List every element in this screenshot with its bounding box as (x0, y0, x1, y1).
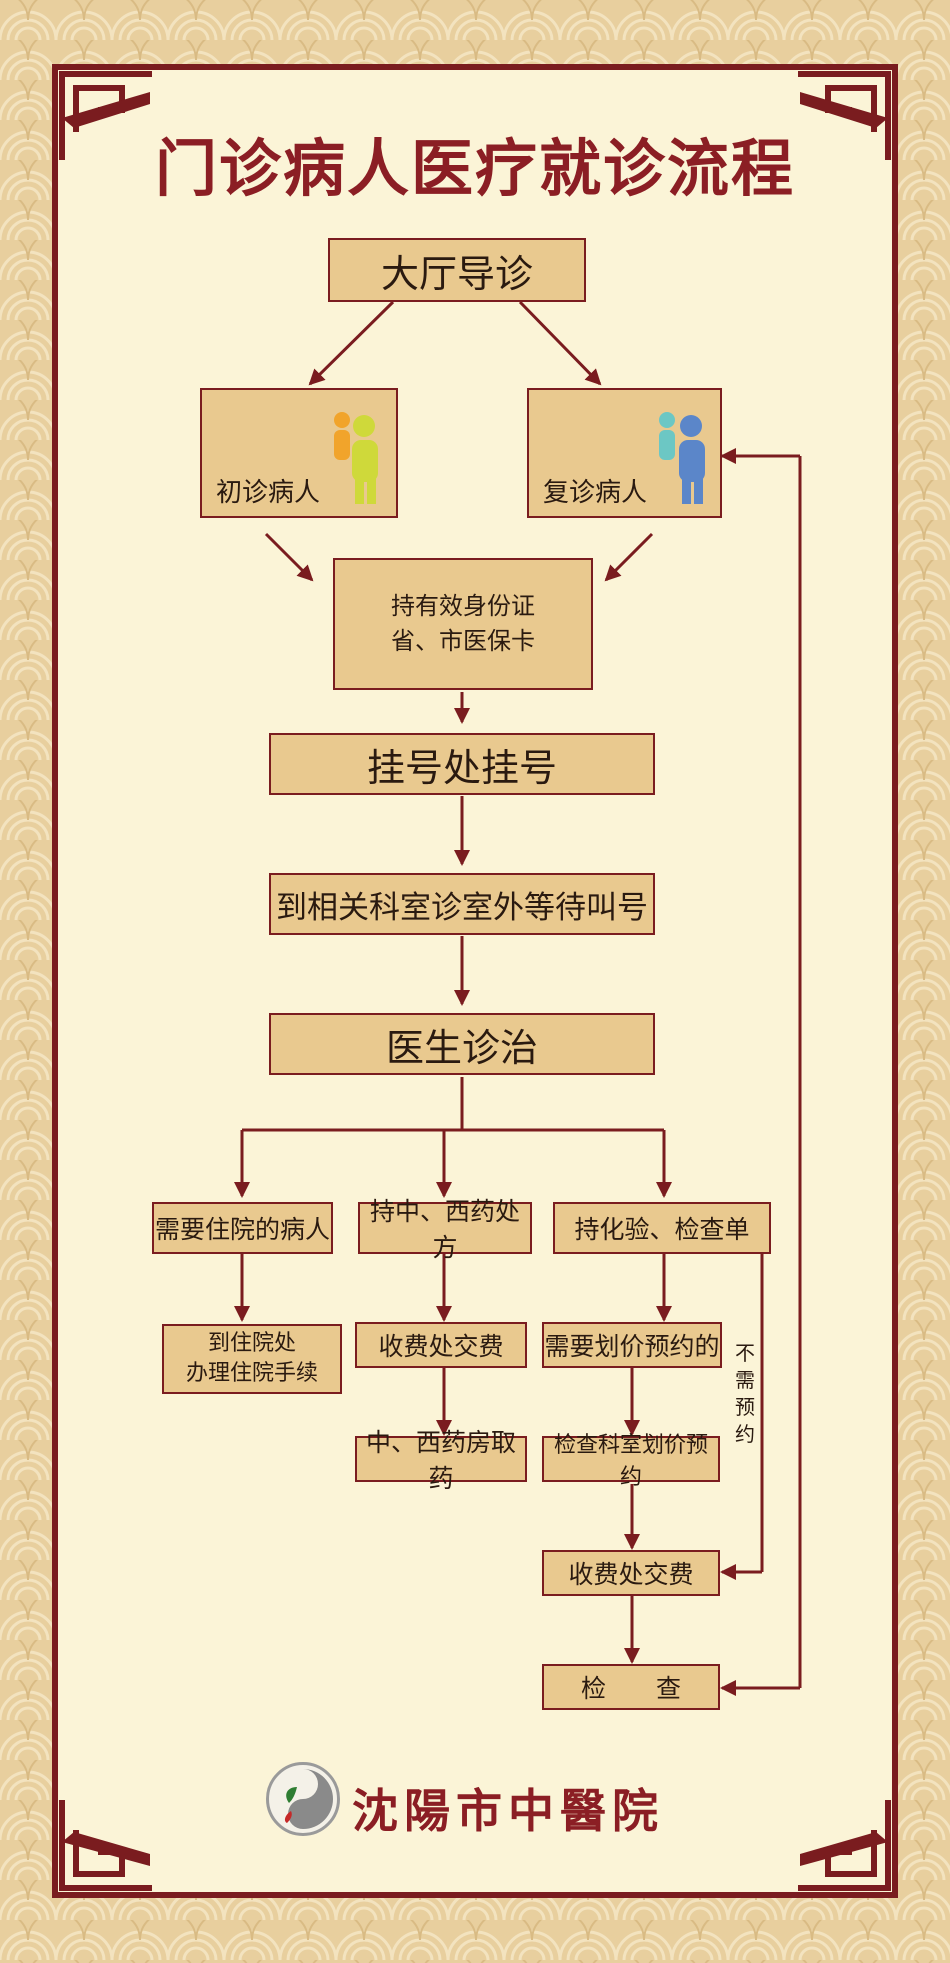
no-appointment-char: 约 (735, 1422, 755, 1446)
poster-frame (52, 64, 898, 1898)
dept-appointment-label: 检查科室划价预约 (553, 1433, 708, 1490)
registration-label: 挂号处挂号 (366, 745, 557, 790)
exam-label: 检 查 (580, 1674, 681, 1703)
no-appointment-char: 需 (735, 1368, 755, 1392)
inpatient-label: 需要住院的病人 (154, 1215, 330, 1244)
patient-with-companion-icon (659, 412, 705, 504)
need-appointment-label: 需要划价预约的 (544, 1332, 720, 1361)
need-appointment-box: 需要划价预约的 (542, 1322, 722, 1368)
first-visit-box: 初诊病人 (200, 388, 398, 518)
inpatient-box: 需要住院的病人 (152, 1202, 333, 1254)
first-visit-label: 初诊病人 (216, 478, 321, 508)
prescription-pay-label: 收费处交费 (378, 1332, 504, 1361)
diagnosis-box: 医生诊治 (269, 1013, 655, 1075)
no-appointment-char: 预 (735, 1395, 755, 1419)
lab-label: 持化验、检查单 (574, 1215, 750, 1244)
waiting-label: 到相关科室诊室外等待叫号 (276, 889, 648, 926)
inpatient-admission-line-2: 办理住院手续 (185, 1361, 318, 1386)
no-appointment-char: 不 (735, 1341, 755, 1365)
lobby-box: 大厅导诊 (328, 238, 586, 302)
exam-box: 检 查 (542, 1664, 720, 1710)
corner-ornaments (59, 71, 891, 1891)
prescription-pay-box: 收费处交费 (355, 1322, 527, 1368)
hospital-taiji-logo-icon (266, 1762, 340, 1836)
diagnosis-label: 医生诊治 (385, 1025, 538, 1070)
id-card-line-2: 省、市医保卡 (391, 627, 535, 655)
lab-box: 持化验、检查单 (553, 1202, 771, 1254)
id-card-box: 持有效身份证 省、市医保卡 (333, 558, 593, 690)
lobby-label: 大厅导诊 (380, 251, 533, 296)
id-card-line-1: 持有效身份证 (391, 592, 535, 621)
lab-pay-box: 收费处交费 (542, 1550, 720, 1596)
no-appointment-note: 不 需 预 约 (730, 1340, 760, 1448)
registration-box: 挂号处挂号 (269, 733, 655, 795)
inpatient-admission-box: 到住院处 办理住院手续 (162, 1324, 342, 1394)
waiting-box: 到相关科室诊室外等待叫号 (269, 873, 655, 935)
return-visit-label: 复诊病人 (543, 478, 648, 508)
prescription-label: 持中、西药处方 (369, 1197, 520, 1262)
pharmacy-box: 中、西药房取药 (355, 1428, 527, 1493)
lab-pay-label: 收费处交费 (568, 1560, 694, 1589)
page-title: 门诊病人医疗就诊流程 (154, 132, 795, 205)
inpatient-admission-line-1: 到住院处 (207, 1331, 296, 1357)
prescription-box: 持中、西药处方 (358, 1197, 532, 1262)
dept-appointment-box: 检查科室划价预约 (542, 1433, 720, 1490)
return-visit-box: 复诊病人 (527, 388, 722, 518)
single-patient-icon (334, 412, 378, 504)
pharmacy-label: 中、西药房取药 (365, 1428, 516, 1493)
hospital-name: 沈陽市中醫院 (352, 1784, 664, 1838)
